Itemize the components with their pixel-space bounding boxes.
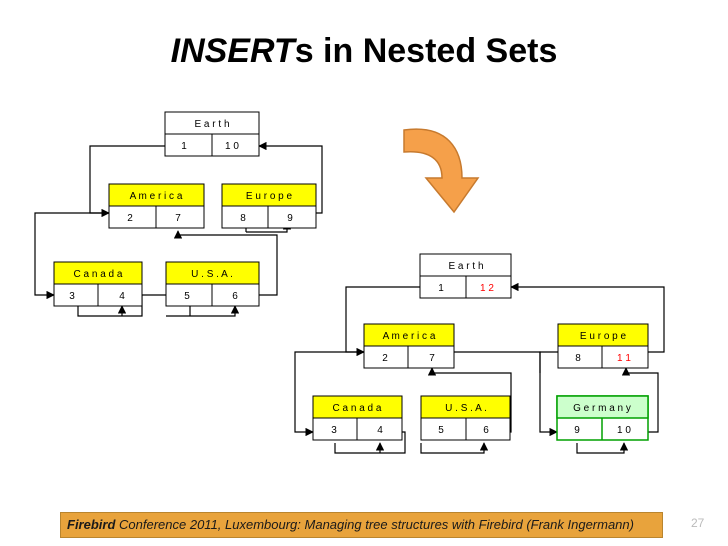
before-canada-right: 4 — [119, 291, 125, 302]
after-europe-left: 8 — [575, 353, 581, 364]
before-europe-right: 9 — [287, 213, 293, 224]
after-america-to-canada — [294, 351, 364, 437]
after-germany-name: G e r m a n y — [573, 403, 631, 414]
before-usa-right: 6 — [232, 291, 238, 302]
before-node-earth: E a r t h 1 1 0 — [164, 111, 260, 157]
before-america-name: A m e r i c a — [130, 191, 183, 202]
before-usa-loop — [166, 305, 240, 317]
after-earth-left: 1 — [438, 283, 444, 294]
before-node-usa: U . S . A . 5 6 — [165, 261, 260, 307]
after-node-canada: C a n a d a 3 4 — [312, 395, 403, 441]
after-tree-connectors — [294, 282, 665, 454]
before-node-america: A m e r i c a 2 7 — [108, 183, 205, 229]
footer-brand: Firebird — [67, 517, 116, 532]
after-europe-right: 1 1 — [617, 353, 631, 364]
title-rest: s in Nested Sets — [294, 32, 558, 70]
after-germany-loop — [576, 442, 629, 454]
before-usa-name: U . S . A . — [191, 269, 233, 280]
after-germany-to-europe — [621, 367, 659, 433]
before-america-right: 7 — [175, 213, 181, 224]
before-node-europe: E u r o p e 8 9 — [221, 183, 317, 229]
after-europe-name: E u r o p e — [580, 331, 627, 342]
before-tree-connectors — [34, 141, 323, 317]
after-canada-name: C a n a d a — [333, 403, 382, 414]
after-america-name: A m e r i c a — [383, 331, 436, 342]
after-europe-to-earth — [510, 282, 665, 353]
after-canada-left: 3 — [331, 425, 337, 436]
after-usa-name: U . S . A . — [445, 403, 487, 414]
after-america-right: 7 — [429, 353, 435, 364]
after-canada-right: 4 — [377, 425, 383, 436]
before-canada-name: C a n a d a — [74, 269, 123, 280]
before-usa-left: 5 — [184, 291, 190, 302]
footer-bar: Firebird Conference 2011, Luxembourg: Ma… — [60, 512, 663, 538]
before-europe-name: E u r o p e — [246, 191, 293, 202]
before-america-left: 2 — [127, 213, 133, 224]
after-germany-right: 1 0 — [617, 425, 631, 436]
before-earth-right: 1 0 — [225, 141, 239, 152]
curved-down-arrow-icon — [403, 128, 480, 214]
after-node-usa: U . S . A . 5 6 — [420, 395, 511, 441]
after-node-earth: E a r t h 1 1 2 — [419, 253, 512, 299]
after-node-america: A m e r i c a 2 7 — [363, 323, 455, 369]
before-node-canada: C a n a d a 3 4 — [53, 261, 143, 307]
before-europe-to-earth — [258, 141, 323, 214]
after-earth-right: 1 2 — [480, 283, 494, 294]
title-emphasis: INSERT — [170, 32, 295, 70]
before-earth-left: 1 — [181, 141, 187, 152]
before-america-to-canada — [34, 212, 109, 300]
after-node-europe: E u r o p e 8 1 1 — [557, 323, 649, 369]
footer-text: Conference 2011, Luxembourg: Managing tr… — [115, 517, 634, 532]
before-canada-left: 3 — [69, 291, 75, 302]
before-earth-name: E a r t h — [194, 119, 229, 130]
after-germany-left: 9 — [574, 425, 580, 436]
before-usa-to-america — [173, 230, 278, 296]
before-europe-left: 8 — [240, 213, 246, 224]
after-usa-right: 6 — [483, 425, 489, 436]
after-usa-loop — [420, 442, 489, 454]
after-node-germany: G e r m a n y 9 1 0 — [556, 395, 649, 441]
after-america-to-europe — [454, 351, 541, 373]
after-europe-to-germany — [539, 351, 558, 437]
slide-title: INSERTs in Nested Sets — [0, 32, 728, 71]
page-number: 27 — [691, 516, 705, 530]
after-usa-left: 5 — [438, 425, 444, 436]
after-earth-name: E a r t h — [448, 261, 483, 272]
after-america-left: 2 — [382, 353, 388, 364]
after-canada-loop — [334, 431, 406, 454]
